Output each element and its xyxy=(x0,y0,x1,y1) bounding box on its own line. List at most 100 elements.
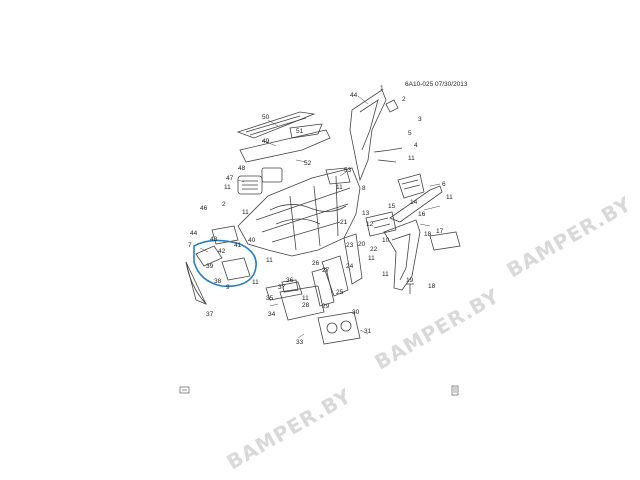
callout-26: 26 xyxy=(312,260,320,267)
part-47-vent xyxy=(237,175,263,195)
callout-10: 10 xyxy=(382,237,390,244)
highlight-loop xyxy=(193,239,257,288)
callout-24: 24 xyxy=(346,263,354,270)
callout-14: 14 xyxy=(410,199,418,206)
callout-38: 37 xyxy=(206,311,214,318)
part-34-cluster-hood xyxy=(279,285,325,321)
part-35-cluster-trim xyxy=(265,281,303,301)
callout-29: 29 xyxy=(322,303,330,310)
callout-11: 11 xyxy=(382,271,389,278)
callout-41: 40 xyxy=(248,237,256,244)
part-45-inner xyxy=(359,99,379,151)
callout-27: 27 xyxy=(322,267,330,274)
part-50-slots xyxy=(245,115,307,136)
part-41-module xyxy=(211,225,239,245)
part-21-lower-trim xyxy=(343,233,363,285)
part-51-strip xyxy=(289,123,323,139)
callout-30: 30 xyxy=(352,309,360,316)
callout-44: 43 xyxy=(210,236,218,243)
callout-7: 7 xyxy=(188,242,192,249)
callout-45: 44 xyxy=(350,92,358,99)
part-30-gauge xyxy=(326,322,338,334)
callout-20: 20 xyxy=(358,241,366,248)
callout-35: 35 xyxy=(266,295,274,302)
callout-33: 33 xyxy=(296,339,304,346)
callout-18: 18 xyxy=(424,231,432,238)
callout-11: 11 xyxy=(368,255,375,262)
callout-34: 34 xyxy=(268,311,276,318)
callout-15: 15 xyxy=(388,203,396,210)
part-30-gauge xyxy=(340,320,352,332)
leader-lines xyxy=(199,95,441,339)
callout-52: 52 xyxy=(304,160,312,167)
part-52-upper-trim xyxy=(239,129,331,163)
part-right-vent xyxy=(397,173,425,199)
callout-5: 5 xyxy=(408,130,412,137)
part-16-inner xyxy=(391,233,411,281)
callout-17: 17 xyxy=(436,228,444,235)
callout-11: 11 xyxy=(252,279,259,286)
part-17-bezel xyxy=(429,231,461,251)
callout-18: 18 xyxy=(428,283,436,290)
callout-40: 39 xyxy=(206,263,214,270)
callout-11: 11 xyxy=(224,184,231,191)
part-53-cover xyxy=(325,167,351,185)
callout-23: 23 xyxy=(346,242,354,249)
callout-21: 21 xyxy=(340,219,348,226)
part-19-fastener xyxy=(406,283,414,294)
callout-12: 12 xyxy=(366,221,374,228)
callout-51: 51 xyxy=(296,128,304,135)
callout-8: 8 xyxy=(362,185,366,192)
part-50-defrost-grille xyxy=(236,111,316,139)
part-2-upper xyxy=(385,99,399,113)
callout-45: 44 xyxy=(190,230,198,237)
part-40-switch-bezel xyxy=(195,245,223,267)
part-38-edge xyxy=(185,261,207,305)
callout-11: 11 xyxy=(242,209,249,216)
callout-9: 9 xyxy=(226,284,230,291)
part-4-harness xyxy=(373,147,403,163)
callout-42: 41 xyxy=(234,242,242,249)
callout-47: 47 xyxy=(226,175,234,182)
part-36-bracket xyxy=(281,279,299,293)
part-right-vent-slats xyxy=(401,179,421,190)
callout-11: 11 xyxy=(446,194,453,201)
callout-19: 19 xyxy=(406,277,414,284)
part-16-center-bezel xyxy=(383,219,421,291)
callout-6: 6 xyxy=(442,181,446,188)
callout-39: 38 xyxy=(214,278,222,285)
callout-37: 37 xyxy=(278,284,286,291)
part-outlines xyxy=(185,89,461,345)
callout-46: 46 xyxy=(200,205,208,212)
part-30-cluster xyxy=(317,311,361,345)
doc-icon-right xyxy=(451,385,459,396)
callout-28: 28 xyxy=(302,302,310,309)
carrier-ducts xyxy=(269,204,347,225)
callout-11: 11 xyxy=(336,184,343,191)
part-48-vent xyxy=(261,167,283,183)
callout-11: 11 xyxy=(266,257,273,264)
callout-labels: 44 1 2 3 5 4 11 50 51 49 52 48 53 47 11 … xyxy=(188,85,453,346)
callout-16: 16 xyxy=(418,211,426,218)
callout-53: 53 xyxy=(344,167,352,174)
carrier-ribs xyxy=(255,175,351,251)
callout-31: 31 xyxy=(364,328,372,335)
part-20-panel xyxy=(321,255,349,297)
part-39-switch xyxy=(221,257,251,281)
callout-49: 49 xyxy=(262,138,270,145)
watermark: BAMPER.BY xyxy=(371,284,504,375)
callout-13: 13 xyxy=(362,210,370,217)
watermark: BAMPER.BY xyxy=(223,384,356,475)
part-45-side-trim xyxy=(349,89,387,182)
part-22-knee-trim xyxy=(311,267,335,307)
callout-11: 11 xyxy=(408,155,415,162)
callout-11: 11 xyxy=(302,295,309,302)
callout-4: 4 xyxy=(414,142,418,149)
callout-2: 2 xyxy=(402,96,406,103)
callout-43: 42 xyxy=(218,248,226,255)
doc-icon-left xyxy=(179,386,190,394)
part-12-control-module xyxy=(365,211,397,237)
callout-25: 25 xyxy=(336,289,344,296)
